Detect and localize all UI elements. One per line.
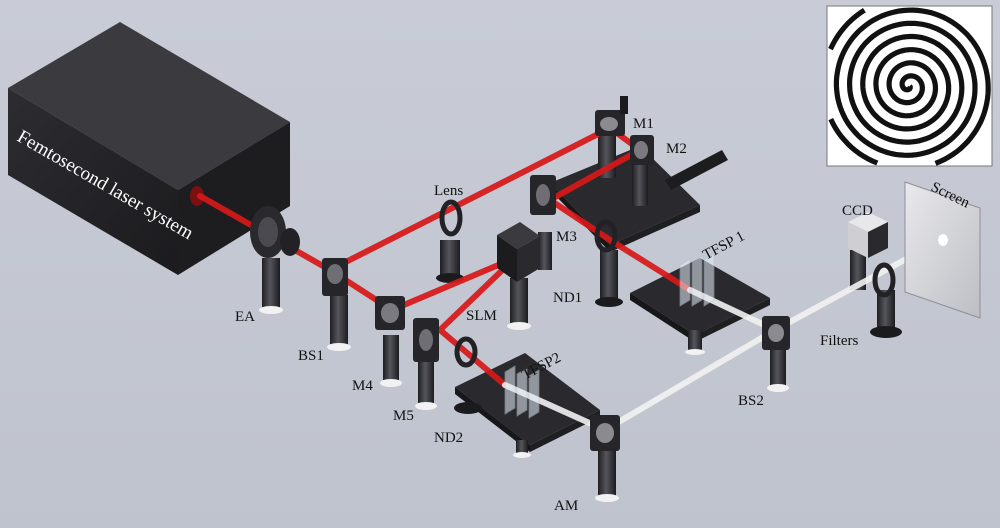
mirror-m5 (413, 318, 439, 362)
label-m1: M1 (633, 116, 654, 132)
ccd-camera (848, 212, 888, 258)
label-ea: EA (235, 309, 255, 325)
label-m5: M5 (393, 408, 414, 424)
mirror-m4 (375, 296, 405, 330)
optical-posts (259, 130, 902, 502)
label-bs2: BS2 (738, 393, 764, 409)
tfsp1-plates (679, 253, 715, 307)
red-beams (197, 125, 693, 388)
label-m2: M2 (666, 141, 687, 157)
label-nd2: ND2 (434, 430, 463, 446)
mirror-m2 (630, 135, 654, 165)
neutral-density-filter-nd2 (454, 336, 482, 414)
spiral-pattern (828, 7, 991, 166)
label-am: AM (554, 498, 578, 514)
label-bs1: BS1 (298, 348, 324, 364)
spiral-hologram-inset (826, 5, 993, 167)
label-m4: M4 (352, 378, 373, 394)
alignment-laser (665, 150, 728, 190)
label-slm: SLM (466, 308, 497, 324)
mirror-m3 (530, 175, 556, 215)
label-lens: Lens (434, 183, 463, 199)
neutral-density-filter-nd1 (594, 219, 618, 253)
beam-splitter-bs2 (762, 316, 790, 350)
label-ccd: CCD (842, 203, 873, 219)
lens (439, 199, 463, 237)
mirror-m1 (595, 96, 628, 136)
filters (872, 262, 896, 298)
expander-aperture-ea (250, 206, 300, 258)
mirror-am (590, 415, 620, 451)
projection-screen (904, 181, 981, 319)
label-m3: M3 (556, 229, 577, 245)
beam-splitter-bs1 (322, 258, 348, 296)
label-filters: Filters (820, 333, 858, 349)
label-nd1: ND1 (553, 290, 582, 306)
spatial-light-modulator (497, 222, 540, 282)
tfsp2-plates (504, 365, 540, 419)
